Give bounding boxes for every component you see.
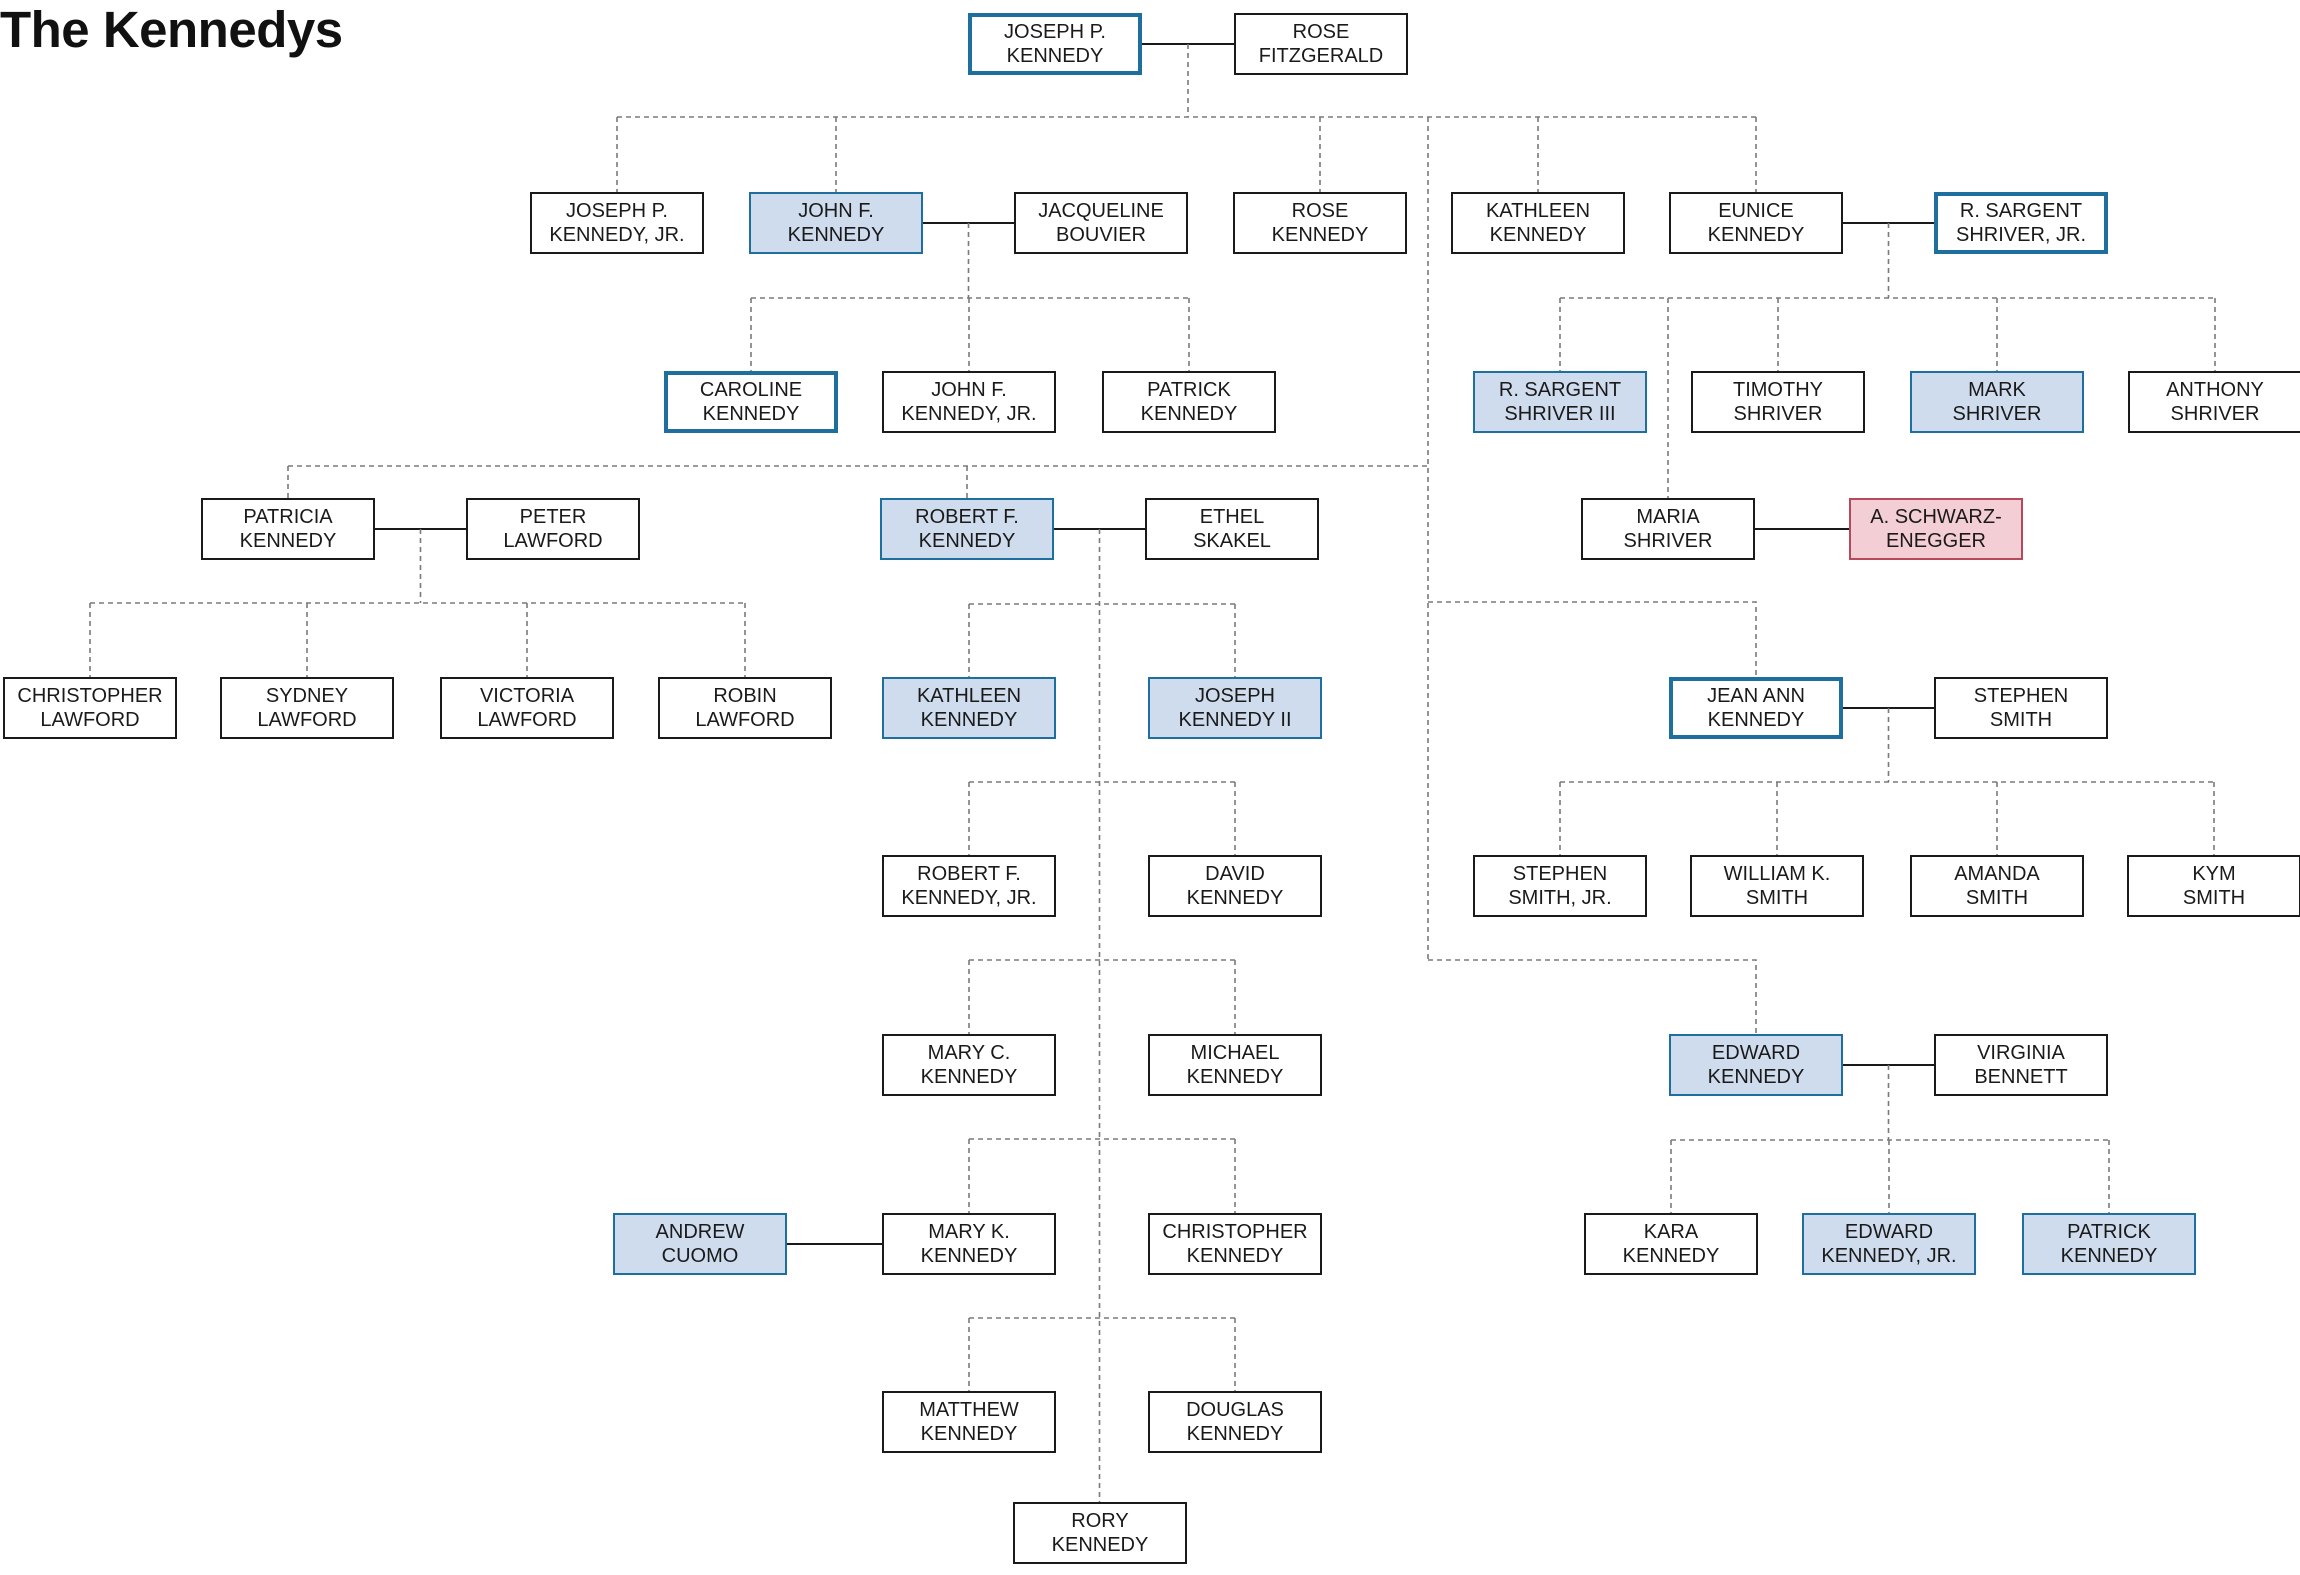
person-sydney-lawford: SYDNEY LAWFORD <box>220 677 394 739</box>
person-timothy-shriver: TIMOTHY SHRIVER <box>1691 371 1865 433</box>
person-kara-kennedy: KARA KENNEDY <box>1584 1213 1758 1275</box>
person-robin-lawford: ROBIN LAWFORD <box>658 677 832 739</box>
person-matthew-kennedy: MATTHEW KENNEDY <box>882 1391 1056 1453</box>
person-jean-ann-kennedy: JEAN ANN KENNEDY <box>1669 677 1843 739</box>
person-joseph-p-kennedy: JOSEPH P. KENNEDY <box>968 13 1142 75</box>
person-edward-kennedy: EDWARD KENNEDY <box>1669 1034 1843 1096</box>
person-peter-lawford: PETER LAWFORD <box>466 498 640 560</box>
person-rory-kennedy: RORY KENNEDY <box>1013 1502 1187 1564</box>
person-anthony-shriver: ANTHONY SHRIVER <box>2128 371 2300 433</box>
person-kym-smith: KYM SMITH <box>2127 855 2300 917</box>
person-joseph-p-kennedy-jr: JOSEPH P. KENNEDY, JR. <box>530 192 704 254</box>
person-jacqueline-bouvier: JACQUELINE BOUVIER <box>1014 192 1188 254</box>
person-edward-kennedy-jr: EDWARD KENNEDY, JR. <box>1802 1213 1976 1275</box>
person-a-schwarzenegger: A. SCHWARZ- ENEGGER <box>1849 498 2023 560</box>
person-patricia-kennedy: PATRICIA KENNEDY <box>201 498 375 560</box>
person-amanda-smith: AMANDA SMITH <box>1910 855 2084 917</box>
person-patrick-kennedy-ted: PATRICK KENNEDY <box>2022 1213 2196 1275</box>
person-caroline-kennedy: CAROLINE KENNEDY <box>664 371 838 433</box>
person-christopher-kennedy: CHRISTOPHER KENNEDY <box>1148 1213 1322 1275</box>
person-patrick-kennedy-jfk: PATRICK KENNEDY <box>1102 371 1276 433</box>
person-william-k-smith: WILLIAM K. SMITH <box>1690 855 1864 917</box>
person-rose-fitzgerald: ROSE FITZGERALD <box>1234 13 1408 75</box>
person-robert-f-kennedy: ROBERT F. KENNEDY <box>880 498 1054 560</box>
person-michael-kennedy: MICHAEL KENNEDY <box>1148 1034 1322 1096</box>
person-mary-c-kennedy: MARY C. KENNEDY <box>882 1034 1056 1096</box>
person-victoria-lawford: VICTORIA LAWFORD <box>440 677 614 739</box>
person-mark-shriver: MARK SHRIVER <box>1910 371 2084 433</box>
person-mary-k-kennedy: MARY K. KENNEDY <box>882 1213 1056 1275</box>
person-robert-f-kennedy-jr: ROBERT F. KENNEDY, JR. <box>882 855 1056 917</box>
person-andrew-cuomo: ANDREW CUOMO <box>613 1213 787 1275</box>
person-john-f-kennedy: JOHN F. KENNEDY <box>749 192 923 254</box>
person-kathleen-kennedy: KATHLEEN KENNEDY <box>1451 192 1625 254</box>
person-douglas-kennedy: DOUGLAS KENNEDY <box>1148 1391 1322 1453</box>
person-john-f-kennedy-jr: JOHN F. KENNEDY, JR. <box>882 371 1056 433</box>
person-kathleen-kennedy-rfk: KATHLEEN KENNEDY <box>882 677 1056 739</box>
person-joseph-kennedy-ii: JOSEPH KENNEDY II <box>1148 677 1322 739</box>
child-drop <box>1428 601 1757 677</box>
page-title: The Kennedys <box>0 1 343 58</box>
person-stephen-smith: STEPHEN SMITH <box>1934 677 2108 739</box>
person-eunice-kennedy: EUNICE KENNEDY <box>1669 192 1843 254</box>
person-maria-shriver: MARIA SHRIVER <box>1581 498 1755 560</box>
person-ethel-skakel: ETHEL SKAKEL <box>1145 498 1319 560</box>
person-christopher-lawford: CHRISTOPHER LAWFORD <box>3 677 177 739</box>
child-drop <box>1428 959 1757 1034</box>
person-virginia-bennett: VIRGINIA BENNETT <box>1934 1034 2108 1096</box>
person-r-sargent-shriver-iii: R. SARGENT SHRIVER III <box>1473 371 1647 433</box>
person-david-kennedy: DAVID KENNEDY <box>1148 855 1322 917</box>
person-stephen-smith-jr: STEPHEN SMITH, JR. <box>1473 855 1647 917</box>
person-r-sargent-shriver-jr: R. SARGENT SHRIVER, JR. <box>1934 192 2108 254</box>
person-rose-kennedy: ROSE KENNEDY <box>1233 192 1407 254</box>
